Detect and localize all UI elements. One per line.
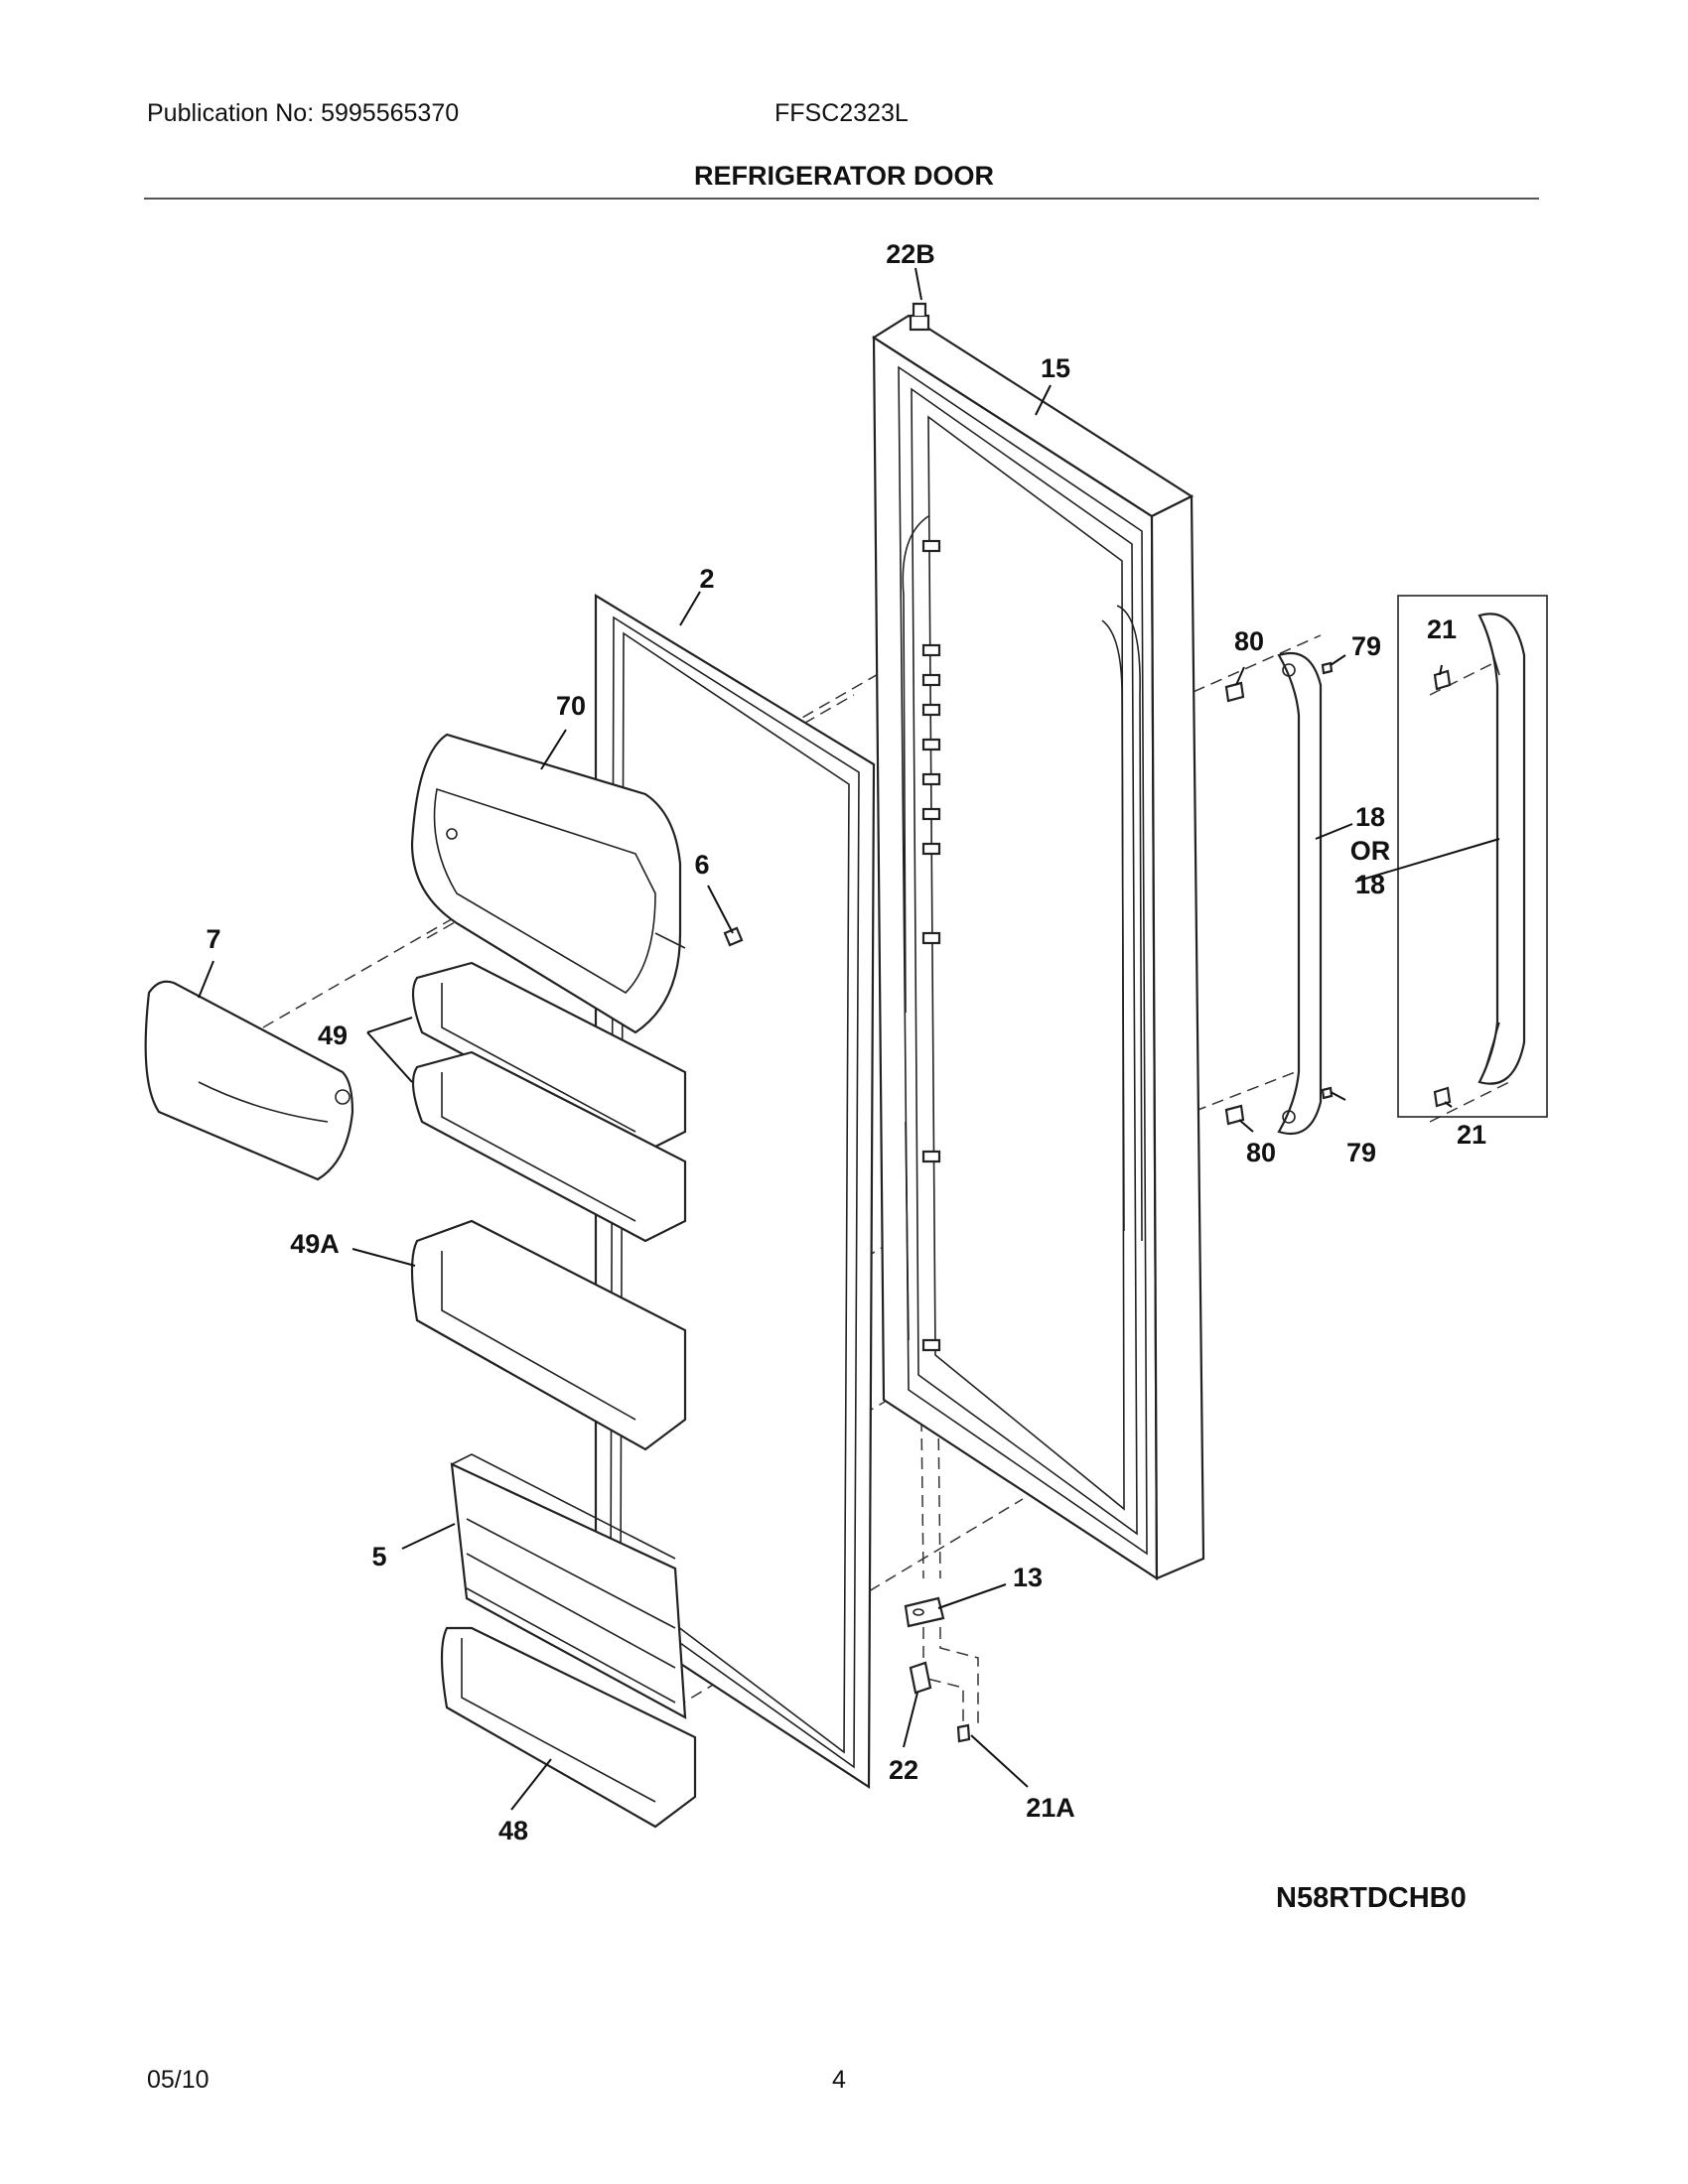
callout-49: 49 xyxy=(318,1021,348,1050)
top-hinge-plug xyxy=(909,302,930,332)
page-number: 4 xyxy=(832,2066,846,2094)
callout-80-bottom: 80 xyxy=(1246,1138,1276,1167)
bottom-door-bin xyxy=(440,1626,697,1829)
callout-13: 13 xyxy=(1013,1563,1043,1592)
door-handle xyxy=(1277,651,1323,1136)
door-bin-upper xyxy=(411,961,687,1154)
callout-49a: 49A xyxy=(290,1229,340,1259)
handle-mount-screws xyxy=(1224,661,1334,1126)
callout-21-top: 21 xyxy=(1427,614,1457,644)
alternate-handle-box xyxy=(1397,595,1548,1118)
hinge-bushing xyxy=(909,1661,932,1695)
dairy-door xyxy=(144,980,354,1181)
callout-labels: 22B 15 2 70 6 7 49 49A 5 48 13 22 21A 80… xyxy=(206,239,1486,1845)
callout-5: 5 xyxy=(371,1542,386,1571)
publication-number: Publication No: 5995565370 xyxy=(147,99,460,127)
callout-80-top: 80 xyxy=(1234,626,1264,656)
callout-21a: 21A xyxy=(1026,1793,1075,1823)
callout-21-bottom: 21 xyxy=(1457,1120,1486,1150)
hinge-screw xyxy=(956,1723,971,1743)
callout-18-alt: 18 xyxy=(1355,870,1385,899)
clip-part xyxy=(723,926,744,947)
footer-date: 05/10 xyxy=(147,2066,210,2094)
callout-79-top: 79 xyxy=(1351,631,1381,661)
callout-15: 15 xyxy=(1041,353,1070,383)
door-panel xyxy=(871,313,1205,1581)
callout-18: 18 xyxy=(1355,802,1385,832)
callout-2: 2 xyxy=(699,564,714,594)
leader-lines xyxy=(198,267,1500,1811)
door-bin-lower xyxy=(411,1050,687,1243)
callout-7: 7 xyxy=(206,924,220,954)
callout-or: OR xyxy=(1350,836,1391,866)
callout-48: 48 xyxy=(498,1816,528,1845)
header-rule xyxy=(144,198,1539,200)
callout-79-bottom: 79 xyxy=(1346,1138,1376,1167)
page-title: REFRIGERATOR DOOR xyxy=(693,161,994,191)
callout-22b: 22B xyxy=(886,239,935,269)
gallon-door-bin xyxy=(410,1219,687,1451)
callout-6: 6 xyxy=(694,850,709,880)
can-rack xyxy=(450,1453,687,1719)
callout-70: 70 xyxy=(556,691,586,721)
callout-22: 22 xyxy=(889,1755,918,1785)
dairy-compartment xyxy=(410,733,686,1034)
diagram-code: N58RTDCHB0 xyxy=(1276,1882,1467,1914)
shelf-pegs xyxy=(921,539,941,1352)
model-number: FFSC2323L xyxy=(774,99,909,127)
bottom-hinge-bracket xyxy=(904,1596,945,1628)
